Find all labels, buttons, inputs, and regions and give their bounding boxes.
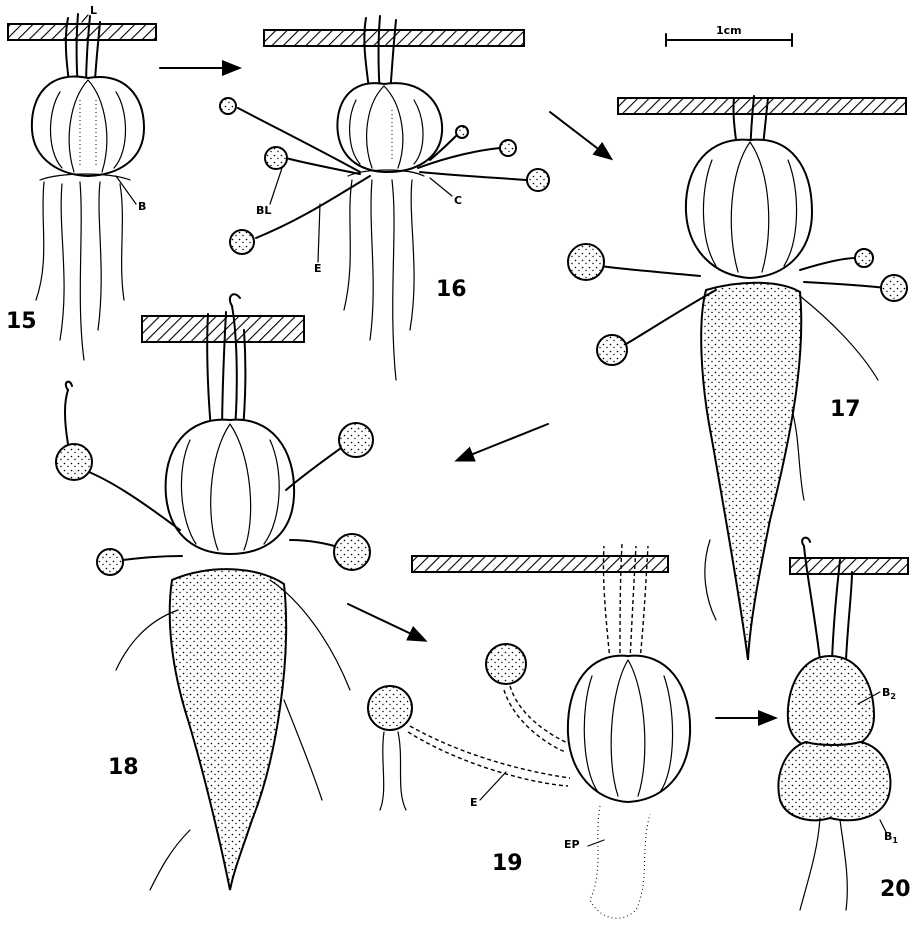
figure-17: 17 — [568, 96, 907, 660]
label-EP: EP — [564, 838, 580, 851]
figure-number-19: 19 — [492, 851, 523, 876]
arrow-16-to-17 — [550, 112, 610, 158]
bulb-drawing — [368, 544, 690, 918]
figure-15: L B 15 — [6, 4, 156, 360]
bulb-and-contractile-root-drawing — [56, 294, 373, 890]
soil-surface — [618, 98, 906, 114]
bulb-and-contractile-root-drawing — [568, 96, 907, 660]
figure-20: B2 B1 20 — [778, 538, 910, 910]
scale-bar: 1cm — [666, 24, 792, 46]
bulb-cluster-drawing — [778, 538, 890, 910]
figure-19: E EP 19 — [368, 544, 690, 918]
figure-number-17: 17 — [830, 397, 861, 422]
arrow-18-to-19 — [348, 604, 424, 640]
soil-surface — [142, 316, 304, 342]
figure-number-15: 15 — [6, 309, 37, 334]
label-E: E — [470, 796, 478, 809]
figure-number-16: 16 — [436, 277, 467, 302]
figure-number-20: 20 — [880, 877, 911, 902]
figure-number-18: 18 — [108, 755, 139, 780]
label-L: L — [90, 4, 97, 17]
label-B2: B2 — [882, 686, 896, 701]
scale-bar-label: 1cm — [716, 24, 742, 37]
label-BL: BL — [256, 204, 271, 217]
soil-surface — [412, 556, 668, 572]
label-B: B — [138, 200, 146, 213]
arrow-17-to-18 — [458, 424, 548, 460]
label-C: C — [454, 194, 462, 207]
figure-18: 18 — [56, 294, 373, 890]
soil-surface — [8, 24, 156, 40]
label-E: E — [314, 262, 322, 275]
bulb-drawing — [32, 14, 144, 360]
